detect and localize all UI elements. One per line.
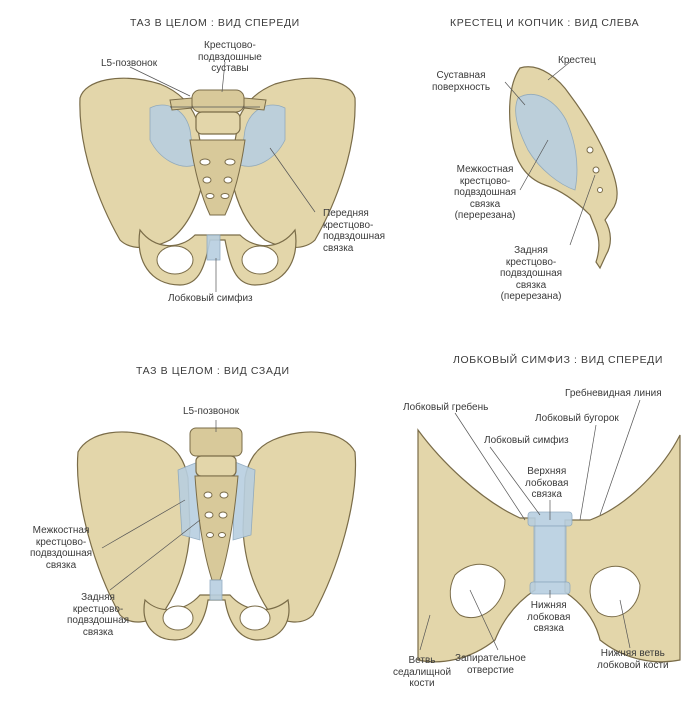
symph-crest-label: Лобковый гребень bbox=[403, 402, 489, 413]
front-l5-label: L5-позвонок bbox=[101, 58, 158, 69]
front-view-title: ТАЗ В ЦЕЛОМ : ВИД СПЕРЕДИ bbox=[130, 17, 300, 29]
front-symphysis-label: Лобковый симфиз bbox=[168, 293, 253, 304]
back-l5-label: L5-позвонок bbox=[183, 406, 240, 417]
sacrum-view-title: КРЕСТЕЦ И КОПЧИК : ВИД СЛЕВА bbox=[450, 17, 640, 29]
sacrum-label: Крестец bbox=[558, 55, 596, 66]
symphysis-view-title: ЛОБКОВЫЙ СИМФИЗ : ВИД СПЕРЕДИ bbox=[453, 354, 664, 366]
symph-pectineal-label: Гребневидная линия bbox=[565, 388, 662, 399]
symph-tubercle-label: Лобковый бугорок bbox=[535, 413, 619, 424]
back-view-title: ТАЗ В ЦЕЛОМ : ВИД СЗАДИ bbox=[136, 365, 290, 377]
symph-symphysis-label: Лобковый симфиз bbox=[484, 435, 569, 446]
